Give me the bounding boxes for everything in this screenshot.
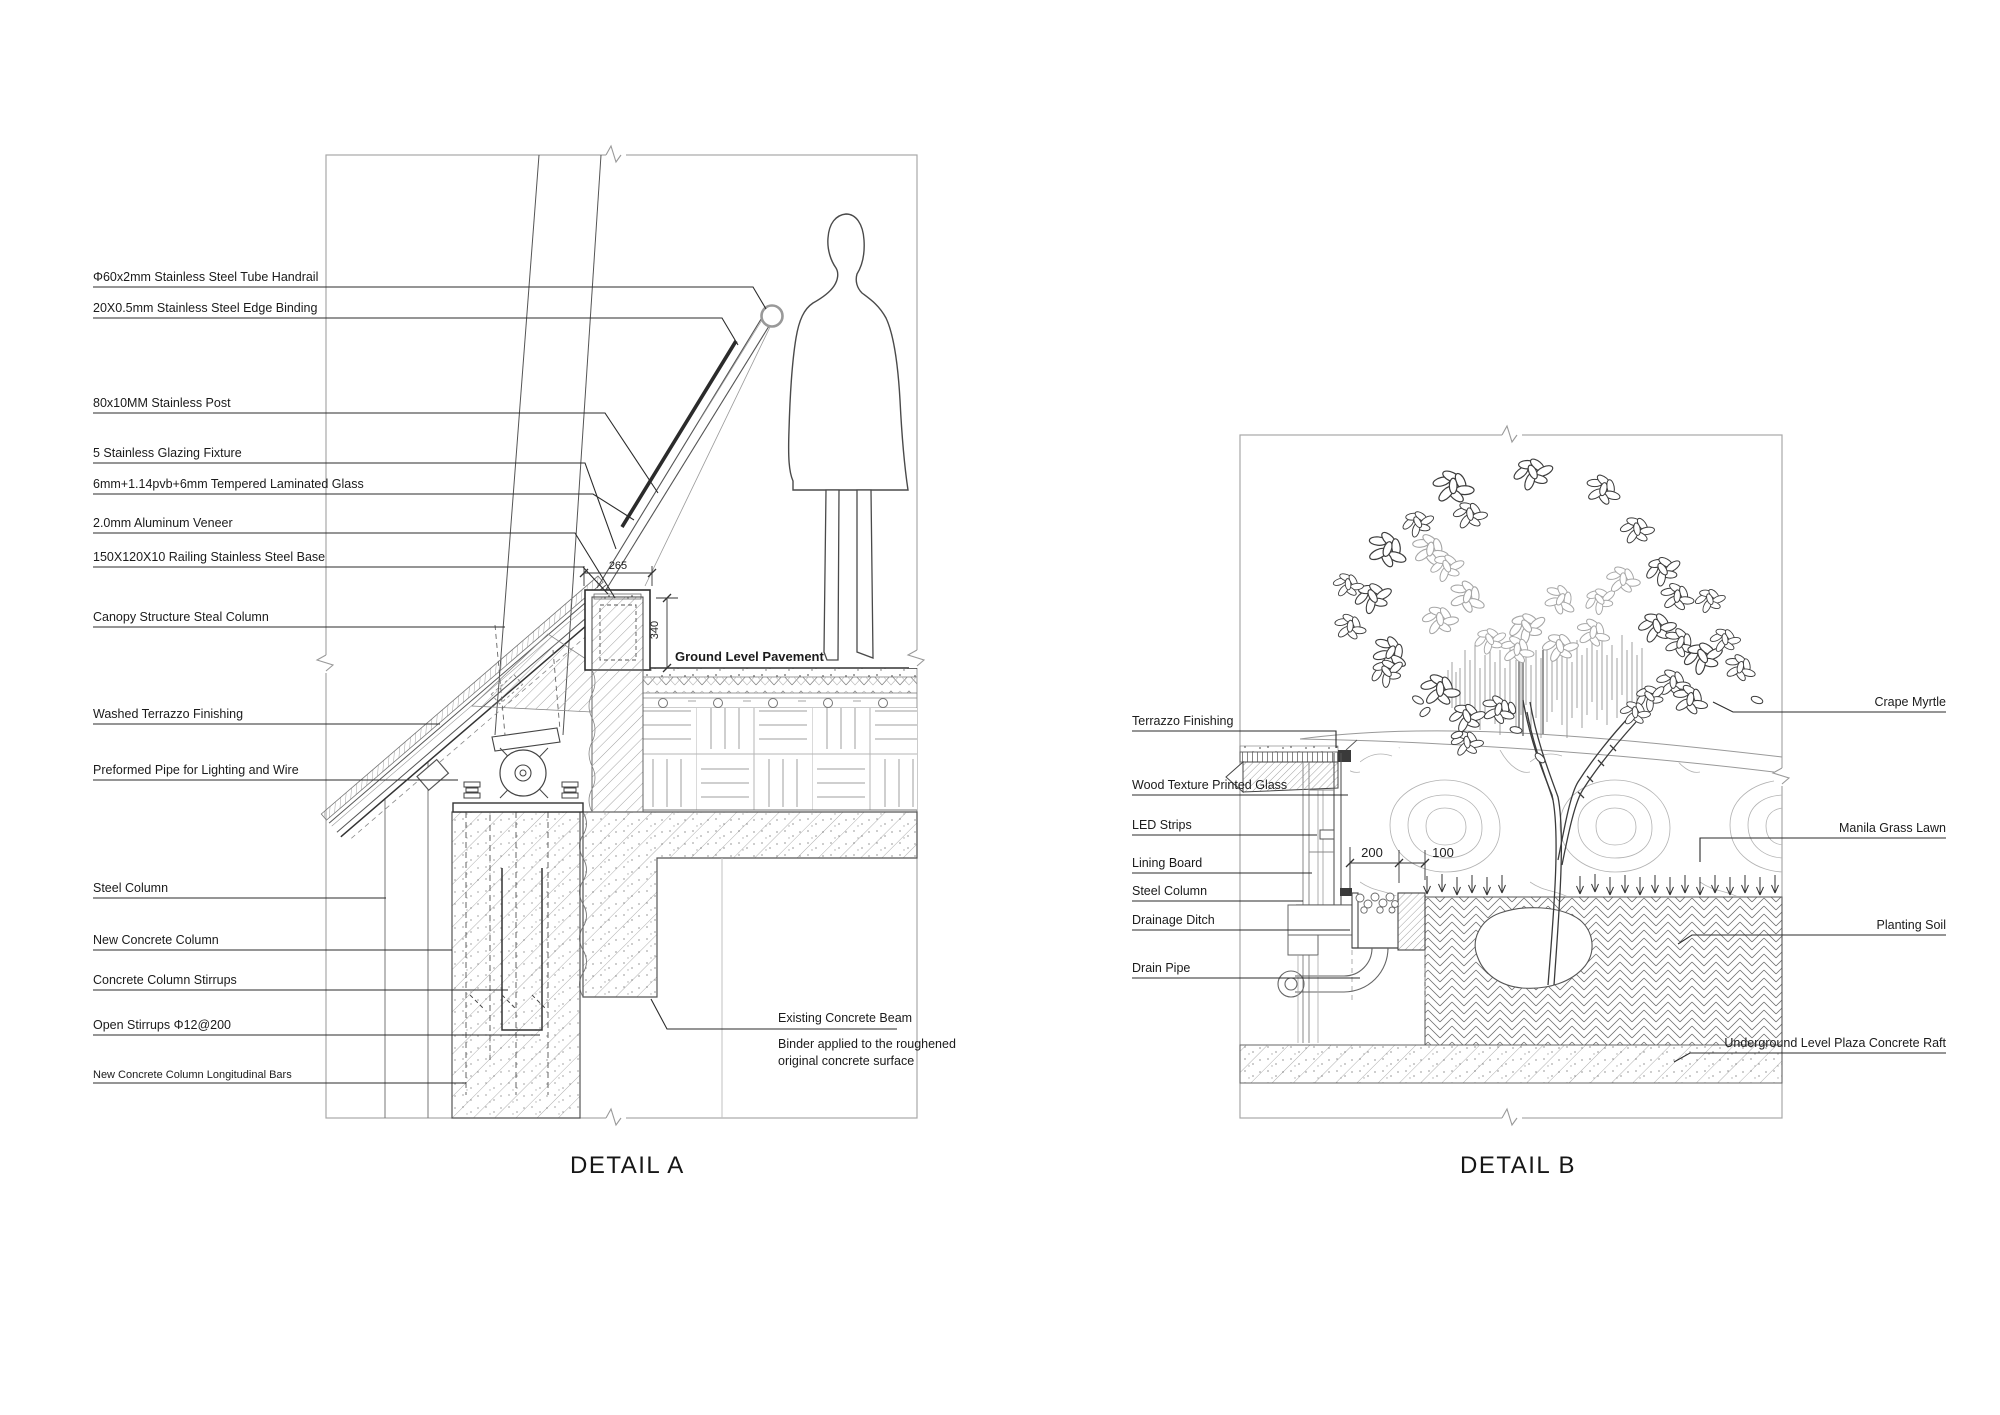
- label-glazing-fixture: 5 Stainless Glazing Fixture: [93, 446, 242, 460]
- led-strip-fixture: [1319, 829, 1335, 840]
- tree-canopy-dark: [1329, 451, 1764, 764]
- label-drainage-ditch: Drainage Ditch: [1132, 913, 1215, 927]
- note-binder: Binder applied to the roughened original…: [778, 1036, 956, 1070]
- label-led-strips: LED Strips: [1132, 818, 1192, 832]
- detail-b-drawing: 200 100: [1132, 424, 1946, 1127]
- root-ball: [1474, 907, 1593, 989]
- new-concrete-column: [451, 811, 581, 1119]
- grass-tufts: [1423, 874, 1779, 896]
- detail-b-leaders: [1132, 701, 1946, 1063]
- label-preformed-pipe: Preformed Pipe for Lighting and Wire: [93, 763, 299, 777]
- label-crape-myrtle: Crape Myrtle: [1874, 695, 1946, 709]
- detail-a-leaders: [93, 286, 897, 1084]
- label-steel-column-b: Steel Column: [1132, 884, 1208, 898]
- label-lining-board: Lining Board: [1132, 856, 1203, 870]
- label-handrail: Φ60x2mm Stainless Steel Tube Handrail: [93, 270, 319, 284]
- label-existing-beam: Existing Concrete Beam: [778, 1011, 913, 1025]
- break-marks-a: [315, 144, 926, 1127]
- detail-b-title: DETAIL B: [1460, 1152, 1577, 1179]
- label-terrazzo-finishing: Washed Terrazzo Finishing: [93, 707, 244, 721]
- label-steel-column-a: Steel Column: [93, 881, 169, 895]
- dim-base-width: 265: [609, 560, 627, 572]
- label-terrazzo-b: Terrazzo Finishing: [1132, 714, 1234, 728]
- label-railing-base: 150X120X10 Railing Stainless Steel Base: [93, 550, 326, 564]
- railing-base: [584, 589, 651, 671]
- label-canopy-column: Canopy Structure Steal Column: [93, 610, 269, 624]
- drain-pipe: [1277, 947, 1389, 1043]
- planting-soil: [1424, 896, 1783, 1046]
- label-longitudinal-bars: New Concrete Column Longitudinal Bars: [93, 1069, 292, 1081]
- person-silhouette: [787, 213, 909, 661]
- label-grass-lawn: Manila Grass Lawn: [1839, 821, 1946, 835]
- label-aluminum-veneer: 2.0mm Aluminum Veneer: [93, 516, 233, 530]
- dim-ditch-width: 200: [1361, 845, 1383, 860]
- dim-base-height: 340: [649, 621, 661, 639]
- canopy-column-bracket: [452, 624, 584, 813]
- railing-glass: [596, 304, 784, 594]
- dim-edge-width: 100: [1432, 845, 1454, 860]
- note-binder-line1: Binder applied to the roughened: [778, 1037, 956, 1051]
- drainage-ditch: [1351, 892, 1426, 1000]
- concrete-raft: [1239, 1044, 1783, 1084]
- detail-a-title: DETAIL A: [570, 1152, 685, 1179]
- label-concrete-raft: Underground Level Plaza Concrete Raft: [1724, 1036, 1946, 1050]
- label-column-stirrups: Concrete Column Stirrups: [93, 973, 237, 987]
- label-planting-soil: Planting Soil: [1876, 918, 1947, 932]
- existing-concrete-beam: [579, 811, 918, 1118]
- label-new-concrete-column: New Concrete Column: [93, 933, 219, 947]
- tree-canopy-light: [1405, 528, 1644, 670]
- label-drain-pipe: Drain Pipe: [1132, 961, 1191, 975]
- label-stainless-post: 80x10MM Stainless Post: [93, 396, 231, 410]
- detail-a-dimensions: [579, 566, 678, 673]
- break-marks-b: [1501, 424, 1791, 1127]
- detail-b-dimensions: [1345, 847, 1430, 893]
- handrail-tube-section: [760, 304, 784, 328]
- label-open-stirrups: Open Stirrups Φ12@200: [93, 1018, 232, 1032]
- tree-trunk: [1522, 699, 1637, 986]
- label-printed-glass: Wood Texture Printed Glass: [1132, 778, 1288, 792]
- label-ground-pavement: Ground Level Pavement: [675, 649, 824, 664]
- concrete-pier: [588, 669, 644, 813]
- ground-pavement-layers: [643, 667, 917, 811]
- note-binder-line2: original concrete surface: [778, 1054, 915, 1068]
- detail-a-drawing: 265 340: [93, 144, 926, 1127]
- label-edge-binding: 20X0.5mm Stainless Steel Edge Binding: [93, 301, 318, 315]
- label-laminated-glass: 6mm+1.14pvb+6mm Tempered Laminated Glass: [93, 477, 364, 491]
